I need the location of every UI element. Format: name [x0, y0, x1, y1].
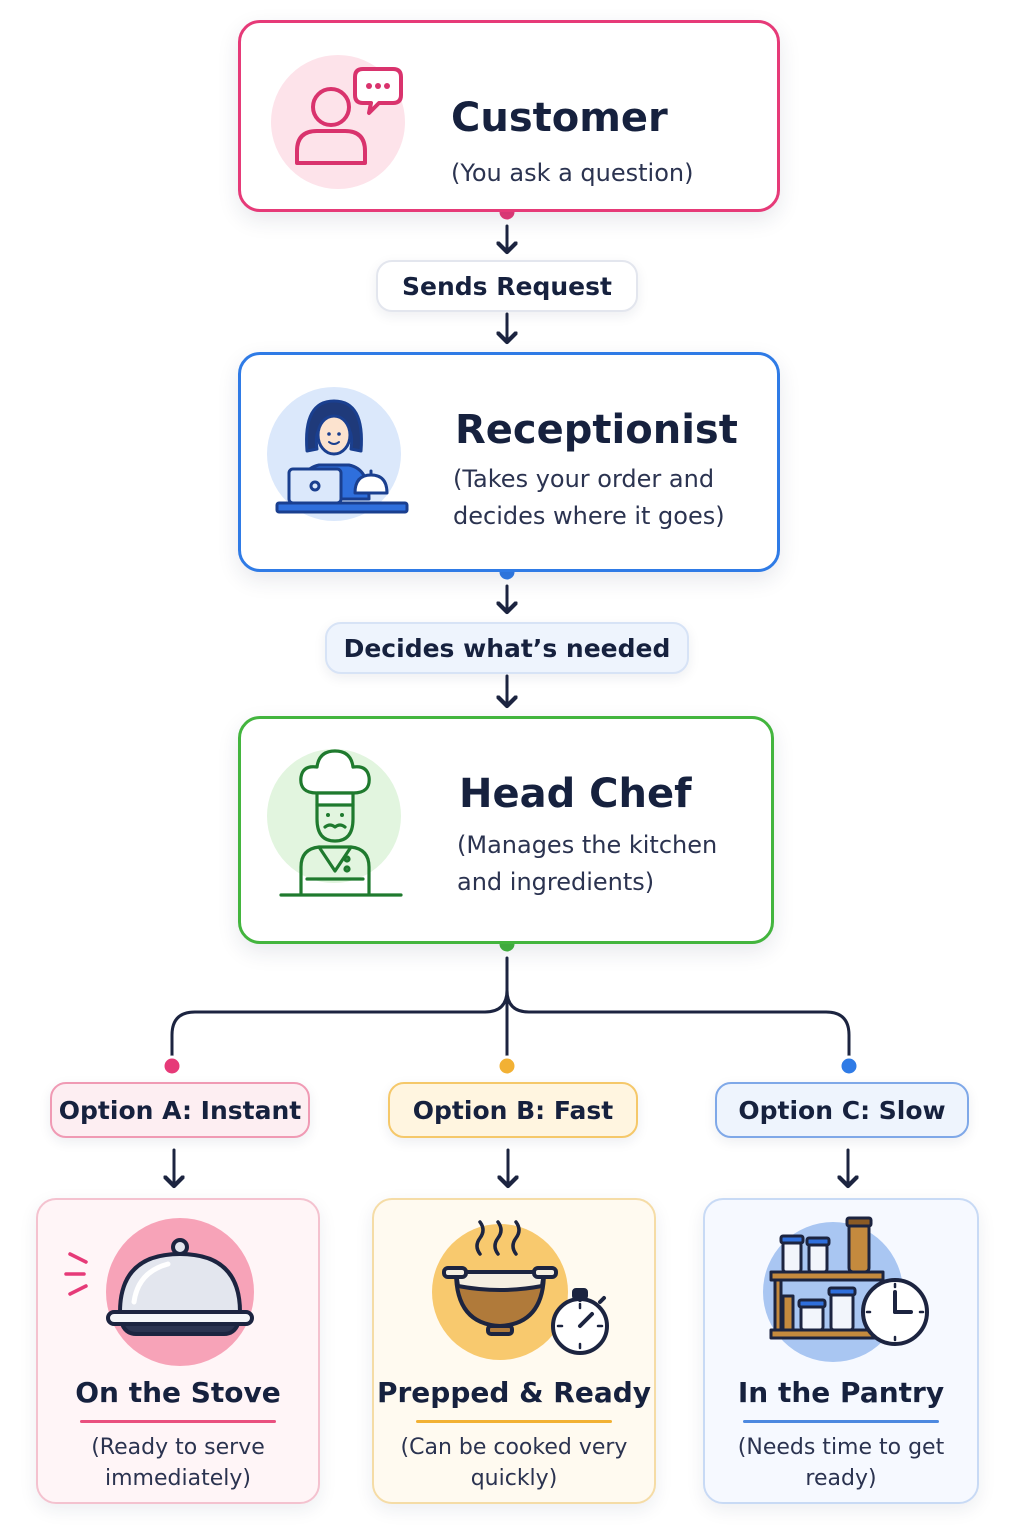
head-chef-title: Head Chef: [459, 771, 692, 817]
option-a-label: Option A: Instant: [50, 1082, 310, 1138]
dot-option-a: [161, 1055, 183, 1077]
head-chef-description: (Manages the kitchen and ingredients): [457, 831, 718, 896]
receptionist-card: Receptionist (Takes your order and decid…: [238, 352, 780, 572]
option-b-label: Option B: Fast: [388, 1082, 638, 1138]
option-c-label: Option C: Slow: [715, 1082, 969, 1138]
prepped-and-ready-title: Prepped & Ready: [376, 1376, 652, 1409]
prepped-and-ready-underline: [416, 1420, 612, 1423]
customer-card: Customer (You ask a question): [238, 20, 780, 212]
in-the-pantry-card: In the Pantry (Needs time to get ready): [703, 1198, 979, 1504]
on-the-stove-card: On the Stove (Ready to serve immediately…: [36, 1198, 320, 1504]
receptionist-laptop-bell-icon: [267, 387, 409, 521]
in-the-pantry-description: (Needs time to get ready): [737, 1435, 945, 1491]
in-the-pantry-underline: [743, 1420, 939, 1423]
on-the-stove-underline: [80, 1420, 276, 1423]
decides-needed-label: Decides what’s needed: [325, 622, 689, 674]
on-the-stove-description: (Ready to serve immediately): [91, 1435, 265, 1491]
sends-request-label: Sends Request: [376, 260, 638, 312]
customer-description: (You ask a question): [451, 159, 694, 187]
serving-cloche-icon: [64, 1214, 258, 1370]
prepped-and-ready-description: (Can be cooked very quickly): [400, 1435, 628, 1491]
steaming-bowl-stopwatch-icon: [432, 1214, 609, 1370]
pantry-shelf-clock-icon: [761, 1214, 929, 1370]
person-speech-bubble-icon: [271, 55, 405, 189]
dot-option-c: [838, 1055, 860, 1077]
receptionist-description: (Takes your order and decides where it g…: [453, 465, 725, 530]
prepped-and-ready-card: Prepped & Ready (Can be cooked very quic…: [372, 1198, 656, 1504]
chef-icon: [267, 749, 403, 897]
customer-title: Customer: [451, 95, 668, 141]
branch-line-right: [505, 988, 851, 1068]
dot-option-b: [496, 1055, 518, 1077]
receptionist-title: Receptionist: [455, 407, 738, 453]
in-the-pantry-title: In the Pantry: [737, 1376, 945, 1409]
on-the-stove-title: On the Stove: [75, 1376, 281, 1409]
branch-line-left: [170, 956, 509, 1068]
head-chef-card: Head Chef (Manages the kitchen and ingre…: [238, 716, 774, 944]
